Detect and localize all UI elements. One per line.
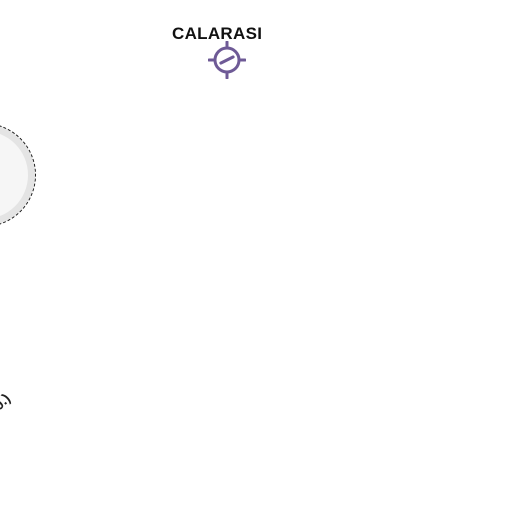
airspace-circle[interactable] [0, 123, 36, 227]
partial-map-label: 0.9.) [0, 390, 14, 422]
waypoint-label[interactable]: CALARASI [172, 24, 263, 43]
navaid-crosshair-icon[interactable] [208, 41, 246, 79]
